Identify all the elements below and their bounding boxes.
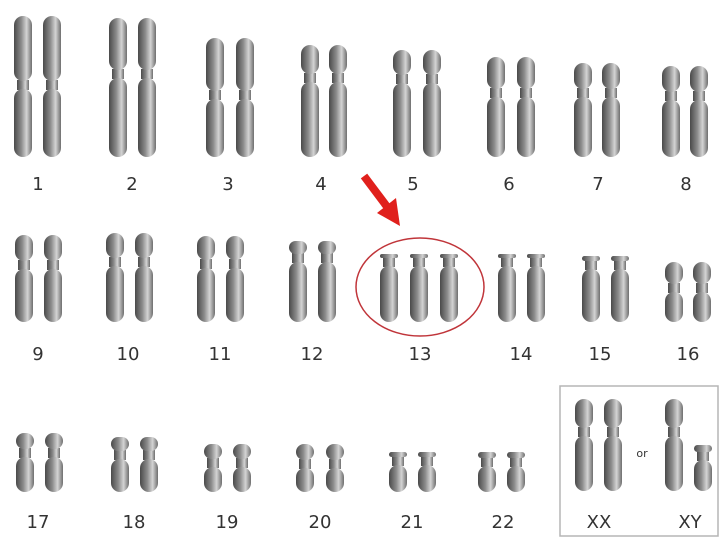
chromosome-16-copy-1 <box>665 262 683 322</box>
chromosome-4-copy-1 <box>301 45 319 157</box>
chromosome-22-label: 22 <box>492 512 515 533</box>
chromosome-13-label: 13 <box>409 344 432 365</box>
xy-label: XY <box>678 512 702 533</box>
chromosome-1-copy-1 <box>14 16 32 157</box>
chromosome-9-label: 9 <box>32 344 43 365</box>
chromosome-19-label: 19 <box>216 512 239 533</box>
chromosome-17-copy-1 <box>16 433 34 492</box>
chromosome-8-copy-2 <box>690 66 708 157</box>
chromosome-x-copy-2 <box>604 399 622 491</box>
chromosome-7-label: 7 <box>592 174 603 195</box>
chromosome-17-label: 17 <box>27 512 50 533</box>
chromosome-8-copy-1 <box>662 66 680 157</box>
chromosome-8-label: 8 <box>680 174 691 195</box>
chromosome-5-label: 5 <box>407 174 418 195</box>
chromosome-7-copy-2 <box>602 63 620 157</box>
chromosome-2-copy-2 <box>138 18 156 157</box>
chromosome-1-copy-2 <box>43 16 61 157</box>
chromosome-15-copy-1 <box>582 256 600 322</box>
chromosome-21-label: 21 <box>401 512 424 533</box>
chromosome-x-copy-3 <box>665 399 683 491</box>
chromosome-21-copy-2 <box>418 452 436 492</box>
chromosome-21-copy-1 <box>389 452 407 492</box>
chromosome-2-label: 2 <box>126 174 137 195</box>
chromosome-3-copy-1 <box>206 38 224 157</box>
arrow-shaft <box>364 176 388 208</box>
chromosome-22-copy-1 <box>478 452 496 492</box>
chromosome-10-label: 10 <box>117 344 140 365</box>
chromosome-10-copy-1 <box>106 233 124 322</box>
chromosome-9-copy-1 <box>15 235 33 322</box>
chromosome-3-copy-2 <box>236 38 254 157</box>
chromosome-9-copy-2 <box>44 235 62 322</box>
chromosome-layer <box>14 16 712 492</box>
chromosome-x-copy-1 <box>575 399 593 491</box>
or-label: or <box>636 447 648 460</box>
chromosome-6-label: 6 <box>503 174 514 195</box>
chromosome-18-label: 18 <box>123 512 146 533</box>
chromosome-1-label: 1 <box>32 174 43 195</box>
chromosome-12-label: 12 <box>301 344 324 365</box>
chromosome-14-copy-2 <box>527 254 545 322</box>
chromosome-22-copy-2 <box>507 452 525 492</box>
chromosome-15-copy-2 <box>611 256 629 322</box>
chromosome-20-copy-1 <box>296 444 314 492</box>
chromosome-12-copy-2 <box>318 241 336 322</box>
chromosome-19-copy-2 <box>233 444 251 492</box>
chromosome-14-label: 14 <box>510 344 533 365</box>
chromosome-20-copy-2 <box>326 444 344 492</box>
chromosome-4-copy-2 <box>329 45 347 157</box>
chromosome-13-copy-3 <box>440 254 458 322</box>
chromosome-16-copy-2 <box>693 262 711 322</box>
chromosome-12-copy-1 <box>289 241 307 322</box>
chromosome-4-label: 4 <box>315 174 326 195</box>
chromosome-18-copy-2 <box>140 437 158 492</box>
chromosome-17-copy-2 <box>45 433 63 492</box>
chromosome-19-copy-1 <box>204 444 222 492</box>
chromosome-13-copy-2 <box>410 254 428 322</box>
chromosome-15-label: 15 <box>589 344 612 365</box>
chromosome-14-copy-1 <box>498 254 516 322</box>
chromosome-16-label: 16 <box>677 344 700 365</box>
chromosome-18-copy-1 <box>111 437 129 492</box>
chromosome-13-copy-1 <box>380 254 398 322</box>
chromosome-6-copy-2 <box>517 57 535 157</box>
chromosome-11-label: 11 <box>209 344 232 365</box>
chromosome-5-copy-1 <box>393 50 411 157</box>
chromosome-5-copy-2 <box>423 50 441 157</box>
xx-label: XX <box>587 512 612 533</box>
chromosome-10-copy-2 <box>135 233 153 322</box>
chromosome-7-copy-1 <box>574 63 592 157</box>
arrow-icon <box>364 176 400 226</box>
chromosome-11-copy-1 <box>197 236 215 322</box>
chromosome-11-copy-2 <box>226 236 244 322</box>
chromosome-y-copy-1 <box>694 445 712 491</box>
chromosome-20-label: 20 <box>309 512 332 533</box>
chromosome-2-copy-1 <box>109 18 127 157</box>
chromosome-6-copy-1 <box>487 57 505 157</box>
chromosome-3-label: 3 <box>222 174 233 195</box>
